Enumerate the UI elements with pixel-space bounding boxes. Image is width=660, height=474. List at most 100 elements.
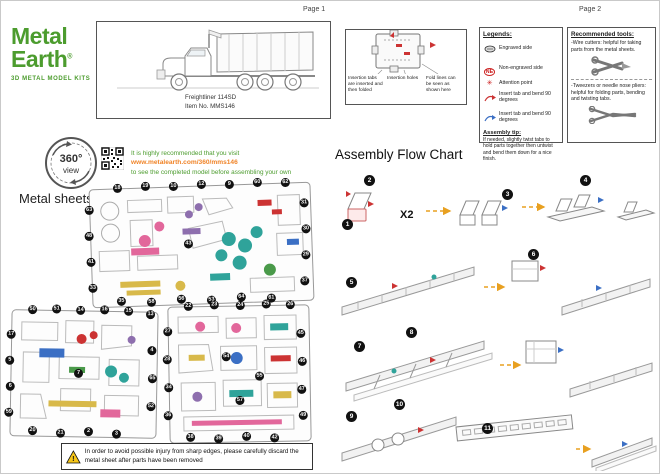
part-number-badge: 15 [124, 306, 134, 316]
part-number-badge: 49 [298, 410, 308, 420]
warning-icon: ! [66, 449, 81, 463]
part-number-badge: 50 [28, 305, 38, 315]
attention-point-icon: ✳ [486, 80, 493, 87]
part-number-badge: 4 [147, 346, 157, 356]
part-number-badge: 6 [528, 249, 539, 260]
360-view-badge: 360° view [43, 135, 99, 191]
part-number-badge: 58 [146, 297, 157, 307]
part-number-badge: 2 [364, 175, 375, 186]
part-number-badge: 36 [163, 411, 173, 421]
blue-bend-arrow-icon [483, 109, 496, 127]
part-number-badge: 17 [6, 329, 16, 339]
part-number-badge: 28 [162, 355, 172, 365]
part-number-badge: 51 [52, 304, 62, 314]
part-number-badge: 20 [27, 426, 38, 436]
recommendation-line2: to see the completed model before assemb… [131, 168, 292, 176]
part-number-badge: 38 [186, 432, 196, 442]
part-number-badge: 27 [163, 327, 173, 337]
legend-engraved: Engraved side [483, 40, 559, 58]
legend-engraved-label: Engraved side [499, 45, 533, 52]
part-number-badge: 48 [84, 231, 94, 242]
product-item-number: Item No. MMS146 [185, 102, 235, 110]
product-text: Freightliner 114SD Item No. MMS146 [185, 94, 236, 111]
part-number-badge: 1 [342, 219, 353, 230]
insertion-caption-tabs: Insertion tabs are inserted and then fol… [348, 76, 383, 93]
legend-non-engraved-label: Non-engraved side [499, 65, 543, 72]
insertion-diagram-box: Insertion tabs are inserted and then fol… [345, 29, 467, 105]
assembly-flow-chart-title: Assembly Flow Chart [335, 147, 463, 162]
logo-earth-text: Earth [11, 46, 68, 72]
part-number-badge: 5 [5, 355, 15, 365]
recommendation-url[interactable]: www.metalearth.com/360/mms146 [131, 159, 238, 167]
part-number-badge: 31 [299, 198, 309, 208]
part-number-badge: 23 [209, 300, 219, 310]
part-number-badge: 33 [88, 283, 98, 293]
qr-code [100, 146, 125, 171]
part-number-badge: 45 [296, 328, 306, 339]
part-number-badge: 35 [116, 296, 127, 306]
warning-box: ! In order to avoid possible injury from… [61, 443, 313, 470]
part-number-badge: 63 [84, 205, 94, 216]
part-number-badge: 60 [252, 177, 263, 188]
insertion-captions: Insertion tabs are inserted and then fol… [348, 76, 466, 94]
svg-text:!: ! [72, 454, 74, 463]
part-number-badge: 25 [261, 299, 271, 309]
part-number-badge: 13 [145, 310, 156, 320]
metal-earth-logo: Metal Earth® 3D METAL MODEL KITS [11, 23, 91, 83]
tools-title: Recommended tools: [571, 31, 634, 38]
product-image-box: Freightliner 114SD Item No. MMS146 [96, 21, 331, 119]
part-number-badge: 47 [297, 384, 307, 394]
multiplier-label: X2 [400, 209, 414, 221]
metal-sheet-3-art [167, 304, 312, 444]
red-bend-arrow-icon [483, 89, 496, 107]
page1-label: Page 1 [303, 6, 326, 13]
logo-line-2: Earth® [11, 48, 90, 71]
part-number-badge: 55 [254, 371, 265, 381]
insertion-diagram-art [371, 29, 439, 77]
legends-title: Legends: [483, 31, 512, 38]
assembly-tip-text: If needed, slightly twist tabs to hold p… [483, 137, 553, 162]
360-badge-graphic: 360° view [45, 137, 97, 189]
warning-text: In order to avoid possible injury from s… [84, 448, 299, 464]
logo-line-1: Metal [11, 23, 68, 49]
part-number-badge: 10 [168, 181, 179, 192]
part-number-badge: 2 [83, 427, 94, 437]
part-number-badge: 37 [300, 276, 310, 286]
insertion-caption-foldlines: Fold lines can be seen as shown here [426, 76, 456, 93]
part-number-badge: 62 [280, 177, 291, 188]
part-number-badge: 6 [5, 381, 15, 391]
part-number-badge: 42 [270, 433, 280, 443]
part-number-badge: 29 [301, 250, 311, 260]
part-number-badge: 57 [235, 395, 245, 406]
part-number-badge: 9 [224, 179, 235, 190]
legend-attention-label: Attention point [499, 79, 533, 86]
part-number-badge: 26 [285, 300, 295, 310]
part-number-badge: 22 [183, 301, 193, 311]
tool-tweezers-text: -Tweezers or needle nose pliers: helpful… [571, 83, 646, 102]
part-number-badge: 54 [221, 352, 231, 362]
part-number-badge: 21 [55, 428, 66, 438]
needle-nose-pliers-icon [588, 105, 636, 124]
part-number-badge: 10 [394, 399, 405, 410]
page2-label: Page 2 [579, 6, 602, 13]
part-number-badge: 14 [76, 305, 86, 316]
part-number-badge: 3 [111, 429, 122, 439]
badge-view-text: view [63, 166, 79, 175]
metal-sheet-2-art [9, 309, 159, 439]
tool-wire-cutters-text: -Wire cutters: helpful for taking parts … [571, 40, 642, 53]
part-number-badge: 24 [235, 300, 245, 311]
legend-attention: ✳ Attention point [483, 80, 559, 87]
badge-360-text: 360° [60, 153, 83, 165]
part-number-badge: 16 [100, 305, 110, 315]
part-number-badge: 8 [406, 327, 417, 338]
part-number-badge: 3 [502, 189, 513, 200]
brand-tagline: 3D METAL MODEL KITS [11, 76, 91, 82]
part-number-badge: 46 [297, 356, 307, 366]
legend-red-bend: Insert tab and bend 90 degrees [483, 89, 559, 107]
registered-mark: ® [67, 53, 72, 61]
